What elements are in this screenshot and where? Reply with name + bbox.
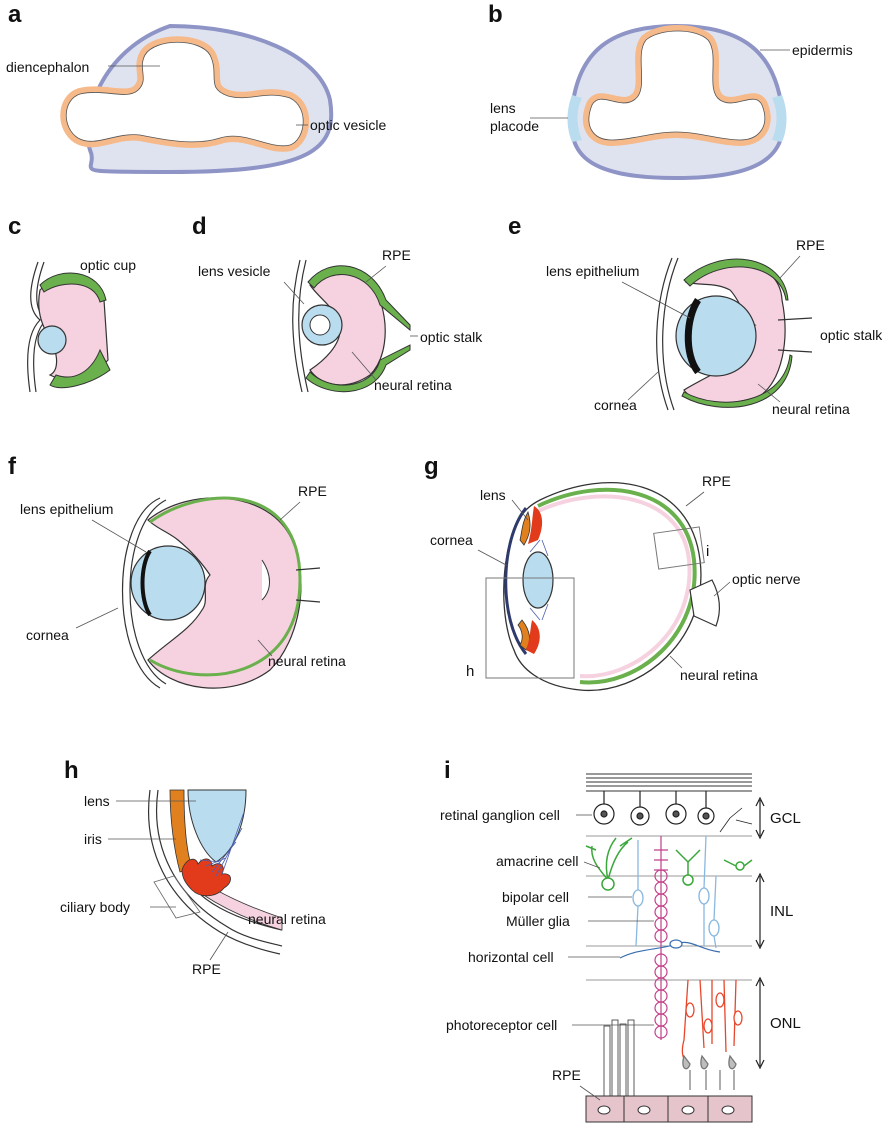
label-iris-h: iris <box>84 831 102 847</box>
label-neural-retina-g: neural retina <box>680 667 758 683</box>
panel-letter-h: h <box>64 757 79 784</box>
label-rpe-g: RPE <box>702 473 731 489</box>
lens-pit-c <box>38 326 66 354</box>
photoreceptor-cells <box>682 980 742 1090</box>
label-optic-cup: optic cup <box>80 257 136 273</box>
leader-neural-retina-g <box>670 656 682 668</box>
panel-letter-g: g <box>424 453 439 480</box>
label-horizontal: horizontal cell <box>468 949 554 965</box>
label-inl: INL <box>770 903 793 920</box>
leader-cornea-f <box>76 608 118 628</box>
label-rpe-e: RPE <box>796 237 825 253</box>
label-neural-retina-d: neural retina <box>374 377 452 393</box>
bipolar-cells <box>633 836 719 948</box>
label-neural-retina-h: neural retina <box>248 911 326 927</box>
leader-lens-epithelium-e <box>622 282 690 318</box>
label-cornea-g: cornea <box>430 532 473 548</box>
label-rpe-i: RPE <box>552 1067 581 1083</box>
muller-glia <box>654 836 668 1040</box>
panel-i: i <box>440 757 801 1122</box>
label-optic-stalk-d: optic stalk <box>420 329 483 345</box>
label-rgc: retinal ganglion cell <box>440 807 560 823</box>
panel-letter-c: c <box>8 213 21 240</box>
horizontal-cells <box>620 940 720 958</box>
layer-bracket-inl <box>756 874 764 948</box>
label-lens-h: lens <box>84 793 110 809</box>
label-cornea-e: cornea <box>594 397 637 413</box>
panel-letter-i: i <box>444 757 451 784</box>
label-neural-retina-e: neural retina <box>772 401 850 417</box>
leader-rpe-g <box>686 492 704 506</box>
ganglion-cells <box>594 791 752 832</box>
label-optic-nerve-g: optic nerve <box>732 571 801 587</box>
leader-cornea-g <box>478 550 508 566</box>
panel-f: f lens epithelium RPE cornea neural reti… <box>8 453 346 688</box>
leader-lens-epithelium-f <box>92 520 146 552</box>
layer-bracket-onl <box>756 978 764 1068</box>
label-photoreceptor: photoreceptor cell <box>446 1017 557 1033</box>
ciliary-body-h <box>182 859 231 896</box>
label-rpe-h: RPE <box>192 961 221 977</box>
label-lens-epithelium-f: lens epithelium <box>20 501 113 517</box>
panel-letter-b: b <box>488 1 503 28</box>
label-lens-g: lens <box>480 487 506 503</box>
rpe-cells <box>586 1096 752 1122</box>
panel-a: a diencephalon optic vesicle <box>6 1 386 172</box>
label-rpe-d: RPE <box>382 247 411 263</box>
label-box-i: i <box>706 543 709 560</box>
label-epidermis: epidermis <box>792 42 853 58</box>
label-cornea-f: cornea <box>26 627 69 643</box>
panel-letter-d: d <box>192 213 207 240</box>
panel-b: b epidermis lens placode <box>488 1 853 178</box>
nerve-fiber-layer <box>586 774 752 791</box>
label-optic-stalk-e: optic stalk <box>820 327 883 343</box>
lens-g <box>523 552 553 608</box>
panel-letter-f: f <box>8 453 17 480</box>
panel-h: h lens iris ciliary body neural retina R… <box>60 757 326 977</box>
label-box-h: h <box>466 663 474 680</box>
label-amacrine: amacrine cell <box>496 853 578 869</box>
cornea-e <box>657 258 672 410</box>
label-lens-placode-2: placode <box>490 118 539 134</box>
label-diencephalon: diencephalon <box>6 59 89 75</box>
label-lens-placode-1: lens <box>490 100 516 116</box>
label-neural-retina-f: neural retina <box>268 653 346 669</box>
label-muller: Müller glia <box>506 913 570 929</box>
leader-rpe-d <box>366 266 386 282</box>
panel-c: c optic cup <box>8 213 136 392</box>
label-optic-vesicle: optic vesicle <box>310 117 386 133</box>
panel-letter-e: e <box>508 213 521 240</box>
label-ciliary-body-h: ciliary body <box>60 899 130 915</box>
panel-g: g lens RPE cornea optic nerve neural ret… <box>424 453 801 690</box>
panel-e: e lens epithelium RPE optic stalk cornea… <box>508 213 883 417</box>
panel-d: d lens vesicle RPE optic stalk neural re… <box>192 213 483 393</box>
leader-rpe-e <box>780 256 800 278</box>
label-onl: ONL <box>770 1015 801 1032</box>
amacrine-cells <box>586 838 752 890</box>
leader-rpe-h <box>210 932 228 960</box>
label-rpe-f: RPE <box>298 483 327 499</box>
label-lens-vesicle: lens vesicle <box>198 263 271 279</box>
layer-bracket-gcl <box>756 798 764 838</box>
label-gcl: GCL <box>770 810 801 827</box>
outer-segments <box>604 1020 634 1096</box>
label-bipolar: bipolar cell <box>502 889 569 905</box>
leader-amacrine <box>584 862 600 868</box>
lens-h <box>188 790 246 862</box>
panel-letter-a: a <box>8 1 22 28</box>
leader-cornea-e <box>628 372 658 400</box>
label-lens-epithelium-e: lens epithelium <box>546 263 639 279</box>
leader-rpe-f <box>280 502 300 520</box>
